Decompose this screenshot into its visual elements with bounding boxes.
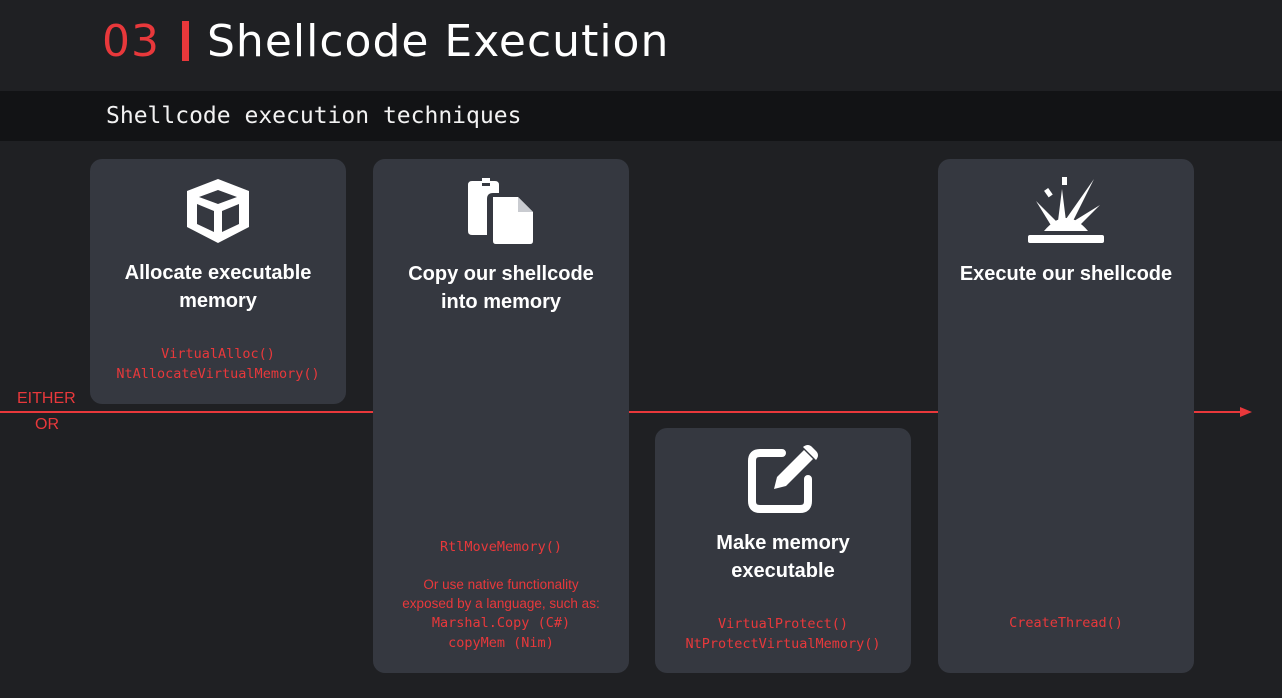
api-ntallocatevirtualmemory: NtAllocateVirtualMemory() — [116, 366, 320, 382]
slide-title: 03 Shellcode Execution — [102, 12, 669, 72]
title-divider — [182, 21, 189, 61]
card-execute-shellcode: Execute our shellcode CreateThread() — [938, 159, 1194, 673]
or-label: OR — [35, 416, 59, 433]
card-heading: Copy our shellcode into memory — [408, 263, 594, 313]
title-text: Shellcode Execution — [207, 16, 670, 67]
note-line-1: Or use native functionality — [423, 577, 579, 592]
example-copymem: copyMem (Nim) — [448, 635, 554, 651]
card-heading: Make memory executable — [716, 532, 850, 582]
api-virtualalloc: VirtualAlloc() — [161, 346, 275, 362]
card-allocate-memory: Allocate executable memory VirtualAlloc(… — [90, 159, 346, 404]
example-marshal-copy: Marshal.Copy (C#) — [431, 615, 571, 631]
copy-files-icon — [465, 177, 537, 250]
subtitle-banner: Shellcode execution techniques — [0, 91, 1282, 141]
subtitle-text: Shellcode execution techniques — [106, 103, 522, 129]
card-make-executable: Make memory executable VirtualProtect() … — [655, 428, 911, 673]
api-createthread: CreateThread() — [1009, 615, 1123, 631]
flow-arrow-head — [1240, 407, 1252, 417]
api-rtlmovememory: RtlMoveMemory() — [440, 539, 562, 555]
card-copy-shellcode: Copy our shellcode into memory RtlMoveMe… — [373, 159, 629, 673]
explosion-icon — [1026, 175, 1106, 252]
either-label: EITHER — [17, 390, 76, 407]
api-virtualprotect: VirtualProtect() — [717, 616, 849, 632]
card-heading: Execute our shellcode — [959, 263, 1173, 285]
cube-icon — [183, 177, 253, 250]
note-line-2: exposed by a language, such as: — [402, 596, 600, 611]
api-ntprotectvirtualmemory: NtProtectVirtualMemory() — [685, 636, 881, 652]
edit-icon — [748, 443, 818, 518]
section-number: 03 — [102, 16, 160, 67]
card-heading: Allocate executable memory — [124, 262, 312, 312]
